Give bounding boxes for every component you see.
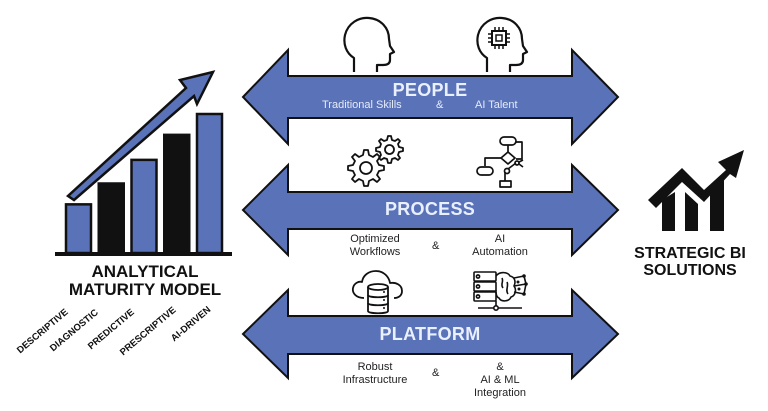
maturity-model-title: ANALYTICAL MATURITY MODEL: [40, 263, 250, 299]
human-head-icon: [343, 16, 396, 72]
people-right-caption: AI Talent: [475, 99, 518, 111]
platform-band-title: PLATFORM: [379, 324, 481, 344]
people-double-arrow: [241, 47, 620, 147]
platform-right-caption: & AI & ML Integration: [465, 361, 535, 401]
growth-arrow-icon: [65, 70, 216, 202]
cloud-database-icon: [351, 270, 403, 315]
platform-left-caption-line2: Infrastructure: [342, 374, 408, 387]
ai-chip-head-icon: [476, 16, 529, 72]
flowchart-robot-arm-icon: [476, 136, 524, 188]
platform-amp: &: [432, 367, 440, 379]
maturity-title-line2: MATURITY MODEL: [68, 279, 222, 299]
process-right-caption: AI Automation: [465, 233, 535, 259]
platform-left-caption-line1: Robust: [357, 361, 393, 373]
platform-right-caption-line1: &: [496, 361, 504, 373]
process-amp: &: [432, 240, 440, 252]
gears-icon: [347, 135, 404, 187]
trending-up-chart-icon: [648, 150, 744, 231]
platform-double-arrow: [241, 287, 620, 381]
process-right-caption-line1: AI: [494, 233, 506, 245]
platform-right-caption-line3: Integration: [474, 387, 526, 400]
process-double-arrow: [241, 162, 620, 258]
maturity-bar-chart-icon: [55, 70, 232, 256]
people-band-title: PEOPLE: [392, 80, 468, 100]
people-left-caption: Traditional Skills: [322, 99, 402, 111]
strategic-bi-title-line1: STRATEGIC BI: [634, 245, 746, 262]
strategic-bi-title: STRATEGIC BI SOLUTIONS: [612, 245, 768, 280]
maturity-bar-prescriptive: [163, 133, 191, 255]
process-right-caption-line2: Automation: [472, 246, 528, 259]
maturity-title-line1: ANALYTICAL: [91, 262, 199, 281]
people-amp: &: [436, 99, 444, 111]
process-band-title: PROCESS: [384, 199, 476, 219]
process-left-caption-line1: Optimized: [350, 233, 400, 245]
platform-left-caption: Robust Infrastructure: [335, 361, 415, 387]
server-brain-network-icon: [473, 271, 528, 311]
process-left-caption: Optimized Workflows: [340, 233, 410, 259]
strategic-bi-title-line2: SOLUTIONS: [643, 261, 737, 279]
process-left-caption-line2: Workflows: [349, 246, 401, 259]
platform-right-caption-line2: AI & ML: [480, 374, 520, 387]
